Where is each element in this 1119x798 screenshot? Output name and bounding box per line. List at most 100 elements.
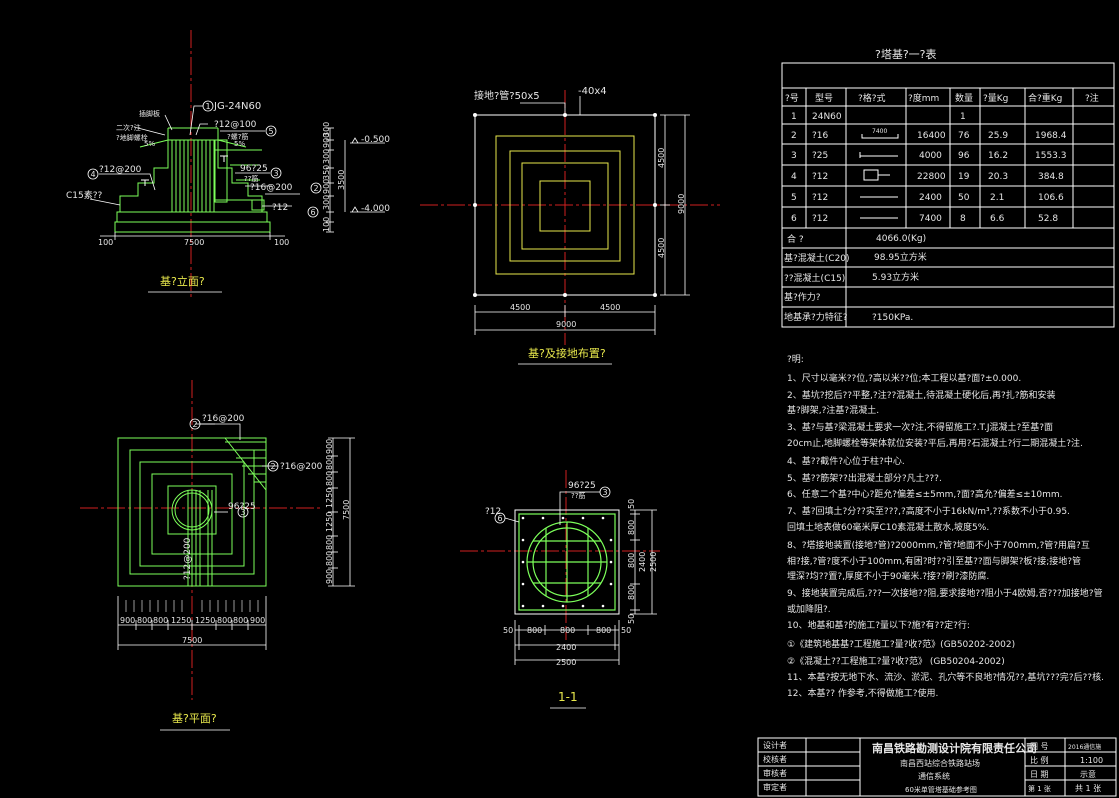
plan-dim-7500-h: 7500 — [182, 636, 202, 645]
cell-r4-c0: 4 — [791, 172, 797, 182]
label-secondary: 二次?注 — [116, 123, 141, 132]
cell-r2-c6: 1968.4 — [1035, 131, 1067, 141]
dim-v-3500: 3500 — [337, 170, 346, 190]
tb-sub2: 60米单管塔基础参考图 — [905, 785, 977, 794]
ground-layout-view: 接地?管?50x5 -40x4 4500 4500 9000 4500 4500… — [420, 86, 720, 365]
callout-1: 1 — [205, 102, 210, 111]
cell-r2-c2: 7400 — [872, 128, 887, 135]
note-line-2: 基?脚架,?注基?混凝土. — [787, 404, 879, 416]
dim-4500-h-left: 4500 — [510, 303, 530, 312]
plan-dim-h-3: 1250 — [171, 616, 191, 625]
conc2-label: ??混凝土(C15) — [784, 272, 845, 284]
label-ground-pipe: 接地?管?50x5 — [474, 89, 540, 102]
cell-r5-c3: 2400 — [919, 193, 942, 203]
dim-v-300b: 300 — [322, 149, 331, 164]
cell-r5-c1: ?12 — [812, 193, 828, 203]
dim-100-right: 100 — [274, 238, 289, 247]
plan-label-12: ?12@200 — [183, 537, 193, 580]
plan-dim-v-5: 800 — [325, 535, 334, 550]
note-line-4: 20cm止,地脚螺栓等架体就位安装?平后,再用?石混凝土?行二期混凝土?注. — [787, 437, 1083, 449]
label-rebar-conn: ?螺?筋 — [227, 132, 248, 141]
label-rebar-96b: ??筋 — [244, 174, 258, 183]
section-dim-h-1: 800 — [527, 626, 542, 635]
tb-value-2: 示意 — [1080, 769, 1096, 779]
plan-dim-v-2: 800 — [325, 471, 334, 486]
plan-dim-h-7: 900 — [250, 616, 265, 625]
tb-label-0: 图 号 — [1030, 742, 1049, 751]
total-label: 合 ? — [787, 233, 804, 245]
callout-5: 5 — [268, 127, 273, 136]
conc2-value: 5.93立方米 — [872, 271, 919, 283]
dim-v-100: 100 — [322, 217, 331, 232]
plan-dim-h-2: 800 — [153, 616, 168, 625]
section-dim-2500-v: 2500 — [649, 552, 658, 572]
section-dim-h-4: 50 — [621, 626, 631, 635]
cell-r2-c0: 2 — [791, 131, 797, 141]
foundation-plan-view: 2 2 3 ?16@200 ?16@200 96?25 ?12@200 900 … — [80, 380, 355, 731]
cell-r4-c5: 20.3 — [988, 172, 1008, 182]
section-dim-2400-v: 2400 — [638, 552, 647, 572]
plan-dim-v-4: 1250 — [325, 512, 334, 532]
th-qty: 数量 — [955, 92, 973, 104]
dim-v-300a: 300 — [322, 122, 331, 137]
tb-sub1: 通信系统 — [918, 771, 950, 781]
cell-r6-c1: ?12 — [812, 214, 828, 224]
section-label-96b: ??筋 — [571, 491, 585, 500]
section-dim-h-3: 800 — [596, 626, 611, 635]
cell-r4-c3: 22800 — [917, 172, 946, 182]
cell-r2-c5: 25.9 — [988, 131, 1008, 141]
plan-label-16: ?16@200 — [202, 414, 245, 424]
notes-heading: ?明: — [787, 354, 804, 365]
note-line-12: 埋深?均??置?,厚度不小于90毫米.?接??刷?漆防腐. — [787, 570, 989, 582]
label-jg: JG-24N60 — [213, 101, 261, 112]
note-line-3: 3、基?与基?梁混凝土要求一次?注,不得留施工?.T.J混凝土?至基?面 — [787, 421, 1053, 433]
plan-label-96: 96?25 — [228, 502, 256, 512]
tb-role-2: 审核者 — [763, 768, 787, 778]
label-c15: C15素?? — [66, 189, 103, 201]
cell-r4-c6: 384.8 — [1038, 172, 1064, 182]
dim-v-350: 350 — [322, 165, 331, 180]
plan-dim-h-4: 1250 — [195, 616, 215, 625]
note-line-9: 回填土地表做60毫米厚C10素混凝土散水,坡度5%. — [787, 521, 989, 533]
plan-dim-v-6: 800 — [325, 551, 334, 566]
cell-r5-c0: 5 — [791, 193, 797, 203]
note-line-0: 1、尺寸以毫米??位,?高以米??位;本工程以基?面?±0.000. — [787, 372, 1021, 384]
dim-v-900b: 900 — [322, 179, 331, 194]
cell-r2-c4: 76 — [958, 131, 970, 141]
cell-r1-c0: 1 — [791, 112, 797, 122]
label-rebar-96: 96?25 — [240, 164, 268, 174]
plan-callout-3: 3 — [240, 508, 245, 517]
note-line-7: 6、任意二个基?中心?距允?偏差≤±5mm,?面?高允?偏差≤±10mm. — [787, 488, 1063, 500]
note-line-19: 12、本基?? 作参考,不得做施工?使用. — [787, 687, 938, 699]
label-plate: 插脚板 — [139, 109, 160, 118]
th-model: 型号 — [815, 93, 833, 104]
plan-dim-h-6: 800 — [233, 616, 248, 625]
section-dim-v-3: 800 — [627, 585, 636, 600]
label-bolt: ?地脚螺栓 — [116, 133, 148, 142]
cell-r4-c1: ?12 — [812, 172, 828, 182]
section-dim-v-4: 50 — [627, 614, 636, 624]
note-line-6: 5、基??筋架??出混凝土部分?凡土???. — [787, 472, 942, 484]
title-block: 设计者 校核者 审核者 审定者 南昌铁路勘测设计院有限责任公司 南昌西站综合铁路… — [757, 737, 1117, 797]
plan-callout-2b: 2 — [270, 462, 275, 471]
callout-6: 6 — [310, 208, 315, 217]
callout-2: 2 — [313, 184, 318, 193]
plan-dim-h-0: 900 — [120, 616, 135, 625]
plan-callout-2: 2 — [192, 420, 197, 429]
plan-dim-v-7: 900 — [325, 569, 334, 584]
section-label-12: ?12 — [485, 507, 501, 517]
cell-r3-c3: 4000 — [919, 151, 942, 161]
note-line-8: 7、基?回填土?分??实至???,?高度不小于16kN/m³,??系数不小于0.… — [787, 505, 1070, 517]
cell-r6-c5: 6.6 — [990, 214, 1005, 224]
section-dim-v-1: 800 — [627, 520, 636, 535]
th-spec: ?格?式 — [858, 92, 886, 104]
label-rebar-12: ?12 — [272, 203, 288, 213]
note-line-5: 4、基??截件?心位于柱?中心. — [787, 455, 905, 467]
cell-r6-c6: 52.8 — [1038, 214, 1058, 224]
note-line-18: 11、本基?按无地下水、流沙、淤泥、孔穴等不良地?情况??,基坑???完?后??… — [787, 671, 1104, 683]
dim-4500-v-top: 4500 — [657, 148, 666, 168]
section-callout-3: 3 — [602, 488, 607, 497]
cell-r1-c4: 1 — [960, 112, 966, 122]
cell-r3-c5: 16.2 — [988, 151, 1008, 161]
tb-label-1: 比 例 — [1030, 755, 1049, 765]
